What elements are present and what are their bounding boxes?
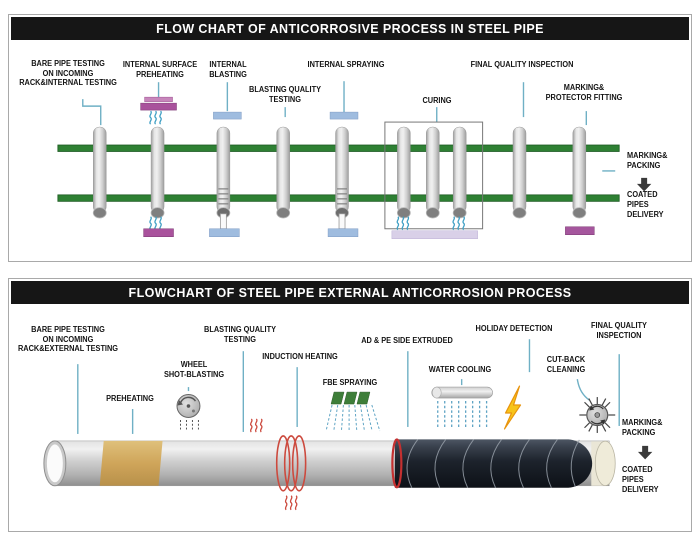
leader-lines xyxy=(77,339,620,452)
blasting-head-icon xyxy=(213,111,242,120)
label-marking-packing-bottom: MARKING& PACKING xyxy=(622,418,663,437)
heat-waves-icon xyxy=(249,418,263,433)
label-marking-packing-top: MARKING& PACKING xyxy=(627,151,668,170)
label-bare-pipe-testing-external: BARE PIPE TESTING ON INCOMING RACK&EXTER… xyxy=(17,325,119,354)
induction-coil-icon xyxy=(275,435,307,492)
internal-lance-tool xyxy=(218,188,348,205)
lightning-bolt-icon xyxy=(503,385,522,430)
label-internal-spraying: INTERNAL SPRAYING xyxy=(307,60,385,69)
internal-preheating-element-icon xyxy=(140,96,177,124)
external-anticorrosion-flowchart-section: FLOWCHART OF STEEL PIPE EXTERNAL ANTICOR… xyxy=(8,278,692,532)
label-cutback-cleaning: CUT-BACK CLEANING xyxy=(546,355,586,374)
black-wrap-coating xyxy=(391,438,593,489)
leader-lines xyxy=(82,81,616,172)
label-coated-delivery-bottom: COATED PIPES DELIVERY xyxy=(622,465,659,494)
label-wheel-shot-blasting: WHEEL SHOT-BLASTING xyxy=(163,360,225,379)
label-final-quality-bottom: FINAL QUALITY INSPECTION xyxy=(591,321,647,340)
label-internal-blasting: INTERNAL BLASTING xyxy=(209,60,247,79)
internal-anticorrosive-flowchart-section: FLOW CHART OF ANTICORROSIVE PROCESS IN S… xyxy=(8,14,692,262)
label-blasting-quality-bottom: BLASTING QUALITY TESTING xyxy=(204,325,276,344)
water-cooling-icon xyxy=(431,386,493,429)
label-preheating: PREHEATING xyxy=(106,394,154,403)
label-blasting-quality-top: BLASTING QUALITY TESTING xyxy=(249,85,321,104)
label-induction-heating: INDUCTION HEATING xyxy=(262,352,338,361)
external-process-diagram xyxy=(43,339,653,511)
label-final-quality-top: FINAL QUALITY INSPECTION xyxy=(470,60,574,69)
coated-pipe-end xyxy=(591,440,616,486)
label-holiday-detection: HOLIDAY DETECTION xyxy=(475,324,553,333)
cutback-cleaning-brush-icon xyxy=(579,397,616,433)
steel-pipes xyxy=(92,126,587,230)
wheel-shot-blasting-icon xyxy=(176,394,201,430)
label-fbe-spraying: FBE SPRAYING xyxy=(322,378,378,387)
label-internal-surface-preheating: INTERNAL SURFACE PREHEATING xyxy=(122,60,198,79)
curing-zone-box xyxy=(384,121,484,230)
label-curing: CURING xyxy=(422,96,452,105)
spraying-head-icon xyxy=(329,111,359,120)
label-water-cooling: WATER COOLING xyxy=(428,365,492,374)
bottom-section-title: FLOWCHART OF STEEL PIPE EXTERNAL ANTICOR… xyxy=(11,281,689,304)
internal-process-diagram xyxy=(57,81,652,239)
label-bare-pipe-testing-internal: BARE PIPE TESTING ON INCOMING RACK&INTER… xyxy=(19,59,117,88)
preheated-band xyxy=(99,440,163,486)
heat-waves-below-icon xyxy=(284,495,298,511)
down-arrow-icon xyxy=(637,445,653,460)
label-ad-pe-side-extruded: AD & PE SIDE EXTRUDED xyxy=(361,336,453,345)
label-marking-protector-fitting: MARKING& PROTECTOR FITTING xyxy=(545,83,623,102)
top-section-title: FLOW CHART OF ANTICORROSIVE PROCESS IN S… xyxy=(11,17,689,40)
label-coated-delivery-top: COATED PIPES DELIVERY xyxy=(627,190,664,219)
fbe-spraying-icon xyxy=(325,391,381,432)
floor-pads xyxy=(143,217,595,239)
